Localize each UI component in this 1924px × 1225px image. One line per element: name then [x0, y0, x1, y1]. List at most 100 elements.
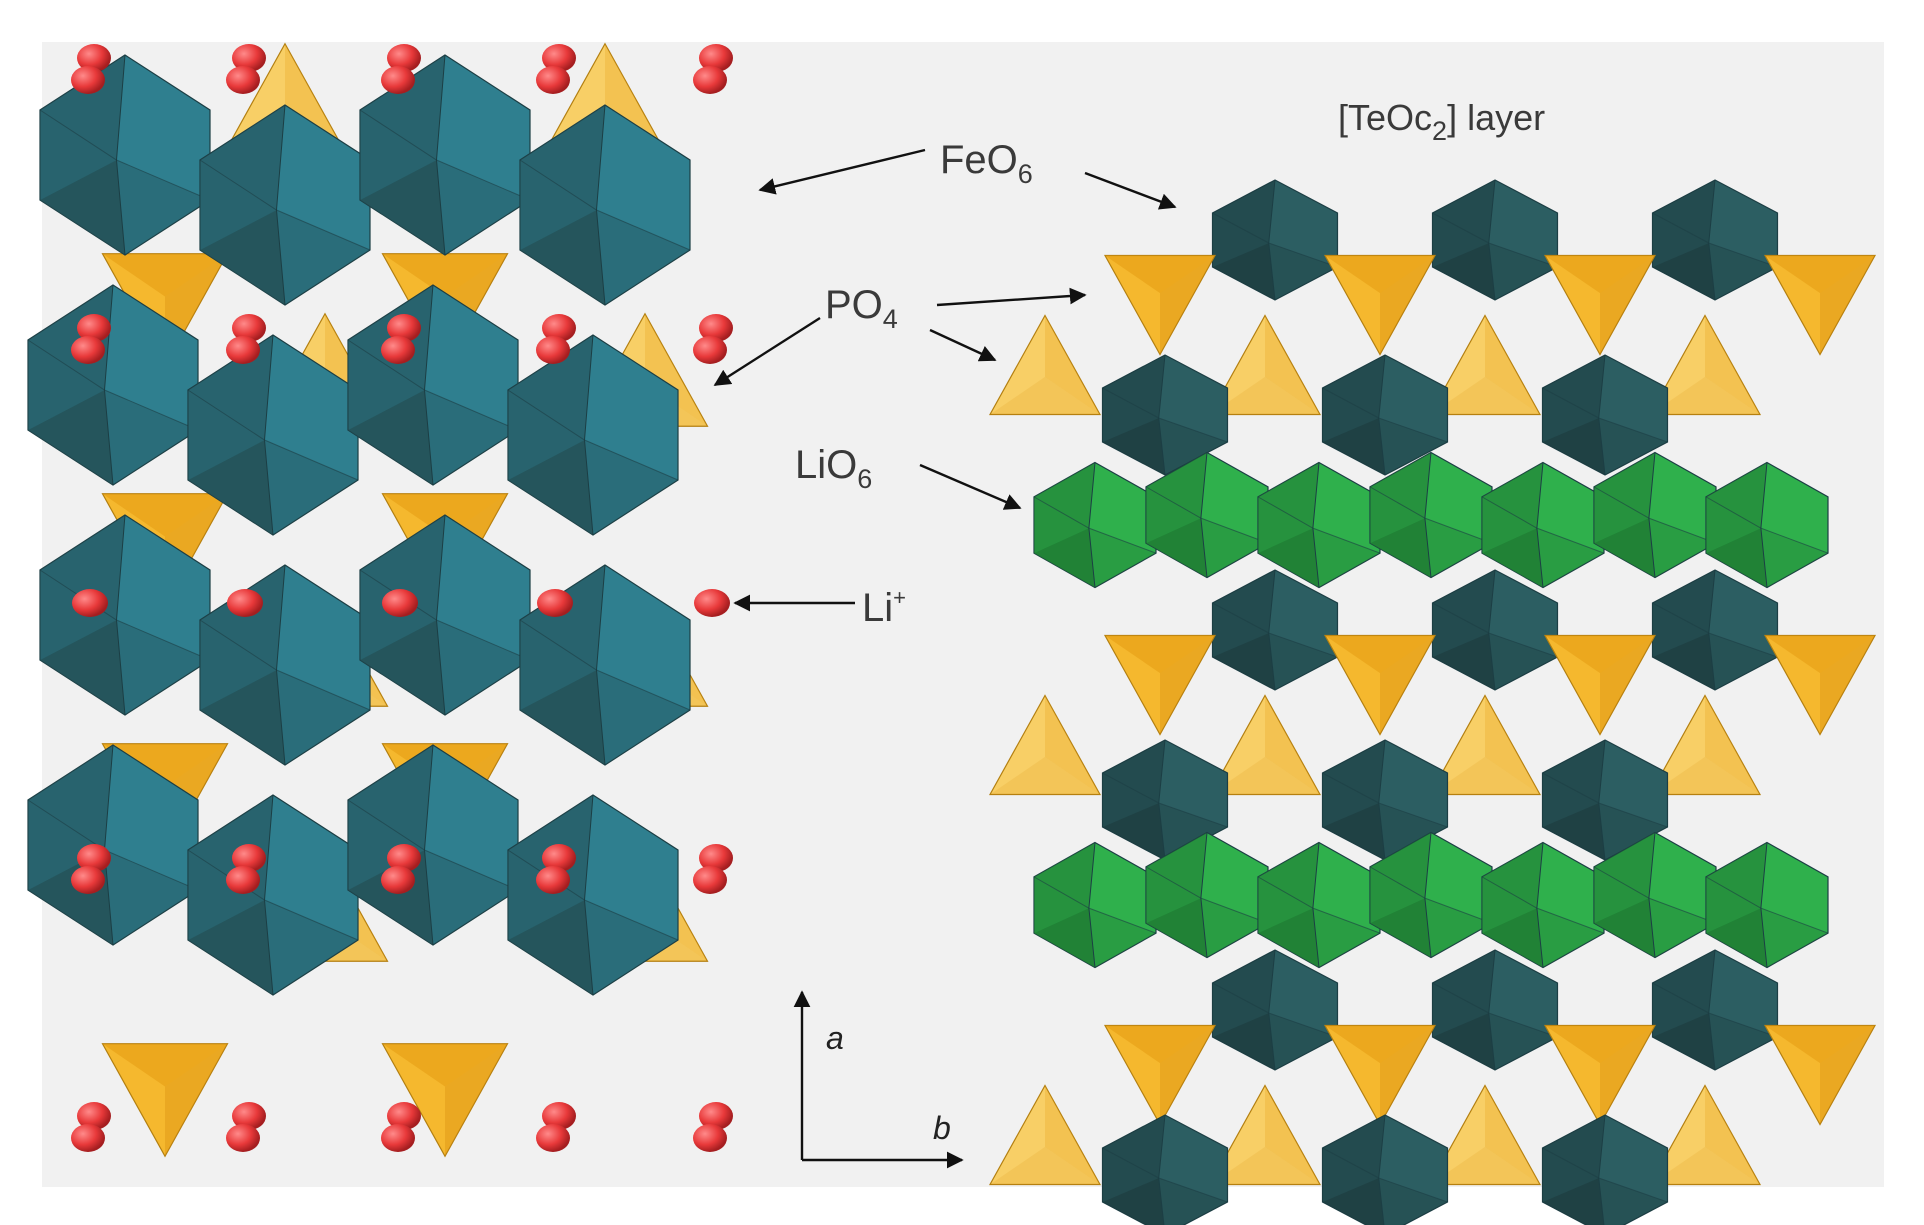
feo6-octahedron — [519, 104, 691, 306]
lio6-label: LiO6 — [795, 443, 873, 494]
feo6-octahedron — [187, 794, 359, 996]
po4-tetrahedron-right — [1208, 1084, 1322, 1186]
li-ion-sphere — [71, 314, 111, 364]
lio6-octahedron — [1705, 841, 1829, 969]
li-ion-sphere — [226, 44, 266, 94]
li-ion-sphere — [382, 589, 418, 617]
teoc-octahedron — [1431, 179, 1559, 301]
feo6-octahedron — [359, 54, 531, 256]
po4-tetrahedron-right — [1543, 254, 1657, 356]
li-ion-sphere — [226, 1102, 266, 1152]
li-ion-sphere — [536, 314, 576, 364]
lio6-octahedron — [1369, 831, 1493, 959]
feo6-octahedron — [507, 334, 679, 536]
po4-tetrahedron-right — [1208, 694, 1322, 796]
li-ion-sphere — [71, 844, 111, 894]
left-structure-panel — [27, 42, 733, 1158]
po4-label: PO4 — [825, 283, 898, 334]
feo6-left-arrow — [758, 148, 926, 195]
po4-tetrahedron-right — [1763, 254, 1877, 356]
lio6-octahedron — [1033, 841, 1157, 969]
po4-tetrahedron-right — [988, 314, 1102, 416]
teoc-octahedron — [1651, 179, 1779, 301]
po4-right-top-arrow — [936, 287, 1087, 307]
teoc-layer-label: [TeOc2] layer — [1338, 97, 1546, 146]
po4-tetrahedron-right — [1323, 634, 1437, 736]
teoc-octahedron — [1321, 354, 1449, 476]
li-ion-sphere — [536, 44, 576, 94]
teoc-octahedron — [1211, 569, 1339, 691]
po4-tetrahedron-right — [1323, 1024, 1437, 1126]
li-ion-sphere — [71, 44, 111, 94]
li-ion-sphere — [381, 844, 421, 894]
li-ion-sphere — [226, 844, 266, 894]
po4-tetrahedron-right — [988, 694, 1102, 796]
li-ion-sphere — [693, 44, 733, 94]
lio6-octahedron — [1145, 831, 1269, 959]
teoc-octahedron — [1541, 1114, 1669, 1225]
label-arrows — [713, 148, 1177, 1169]
lio6-octahedron — [1481, 841, 1605, 969]
teoc-octahedron — [1541, 739, 1669, 861]
po4-left-arrow — [713, 316, 821, 387]
li-ion-sphere — [693, 1102, 733, 1152]
li-ion-sphere — [694, 589, 730, 617]
feo6-octahedron — [39, 514, 211, 716]
lio6-octahedron — [1593, 831, 1717, 959]
right-structure-panel — [988, 179, 1877, 1225]
teoc-octahedron — [1211, 949, 1339, 1071]
po4-tetrahedron-right — [1763, 1024, 1877, 1126]
teoc-octahedron — [1431, 949, 1559, 1071]
li-ion-sphere — [381, 1102, 421, 1152]
po4-tetrahedron-right — [1103, 634, 1217, 736]
li-ion-sphere — [536, 1102, 576, 1152]
lio6-octahedron — [1033, 461, 1157, 589]
lio6-octahedron — [1705, 461, 1829, 589]
feo6-right-arrow — [1084, 171, 1177, 210]
li-ion-sphere — [536, 844, 576, 894]
po4-tetrahedron-right — [1428, 314, 1542, 416]
po4-tetrahedron-left — [101, 1043, 229, 1158]
feo6-label: FeO6 — [940, 138, 1033, 189]
po4-right-bottom-arrow — [929, 328, 997, 362]
axis-b-label: b — [933, 1110, 951, 1146]
li-ion-sphere — [693, 844, 733, 894]
po4-tetrahedron-right — [1648, 1084, 1762, 1186]
po4-tetrahedron-left — [381, 1043, 509, 1158]
li-ion-sphere — [693, 314, 733, 364]
li-ion-sphere — [381, 314, 421, 364]
po4-tetrahedron-right — [1103, 1024, 1217, 1126]
teoc-octahedron — [1431, 569, 1559, 691]
teoc-octahedron — [1101, 1114, 1229, 1225]
lio6-octahedron — [1593, 451, 1717, 579]
feo6-octahedron — [187, 334, 359, 536]
teoc-octahedron — [1541, 354, 1669, 476]
po4-tetrahedron-right — [1428, 1084, 1542, 1186]
feo6-octahedron — [359, 514, 531, 716]
li-ion-sphere — [72, 589, 108, 617]
teoc-octahedron — [1101, 354, 1229, 476]
lio6-arrow — [919, 463, 1022, 510]
teoc-octahedron — [1651, 949, 1779, 1071]
feo6-octahedron — [39, 54, 211, 256]
lio6-octahedron — [1257, 461, 1381, 589]
po4-tetrahedron-right — [988, 1084, 1102, 1186]
po4-tetrahedron-right — [1428, 694, 1542, 796]
po4-tetrahedron-right — [1763, 634, 1877, 736]
teoc-octahedron — [1101, 739, 1229, 861]
li-ion-sphere — [537, 589, 573, 617]
feo6-octahedron — [519, 564, 691, 766]
li-ion-sphere — [227, 589, 263, 617]
teoc-octahedron — [1321, 1114, 1449, 1225]
lio6-octahedron — [1369, 451, 1493, 579]
po4-tetrahedron-right — [1543, 1024, 1657, 1126]
lio6-octahedron — [1481, 461, 1605, 589]
li-ion-sphere — [71, 1102, 111, 1152]
li-ion-sphere — [226, 314, 266, 364]
po4-tetrahedron-right — [1103, 254, 1217, 356]
po4-tetrahedron-right — [1323, 254, 1437, 356]
po4-tetrahedron-right — [1648, 314, 1762, 416]
po4-tetrahedron-right — [1208, 314, 1322, 416]
teoc-octahedron — [1651, 569, 1779, 691]
